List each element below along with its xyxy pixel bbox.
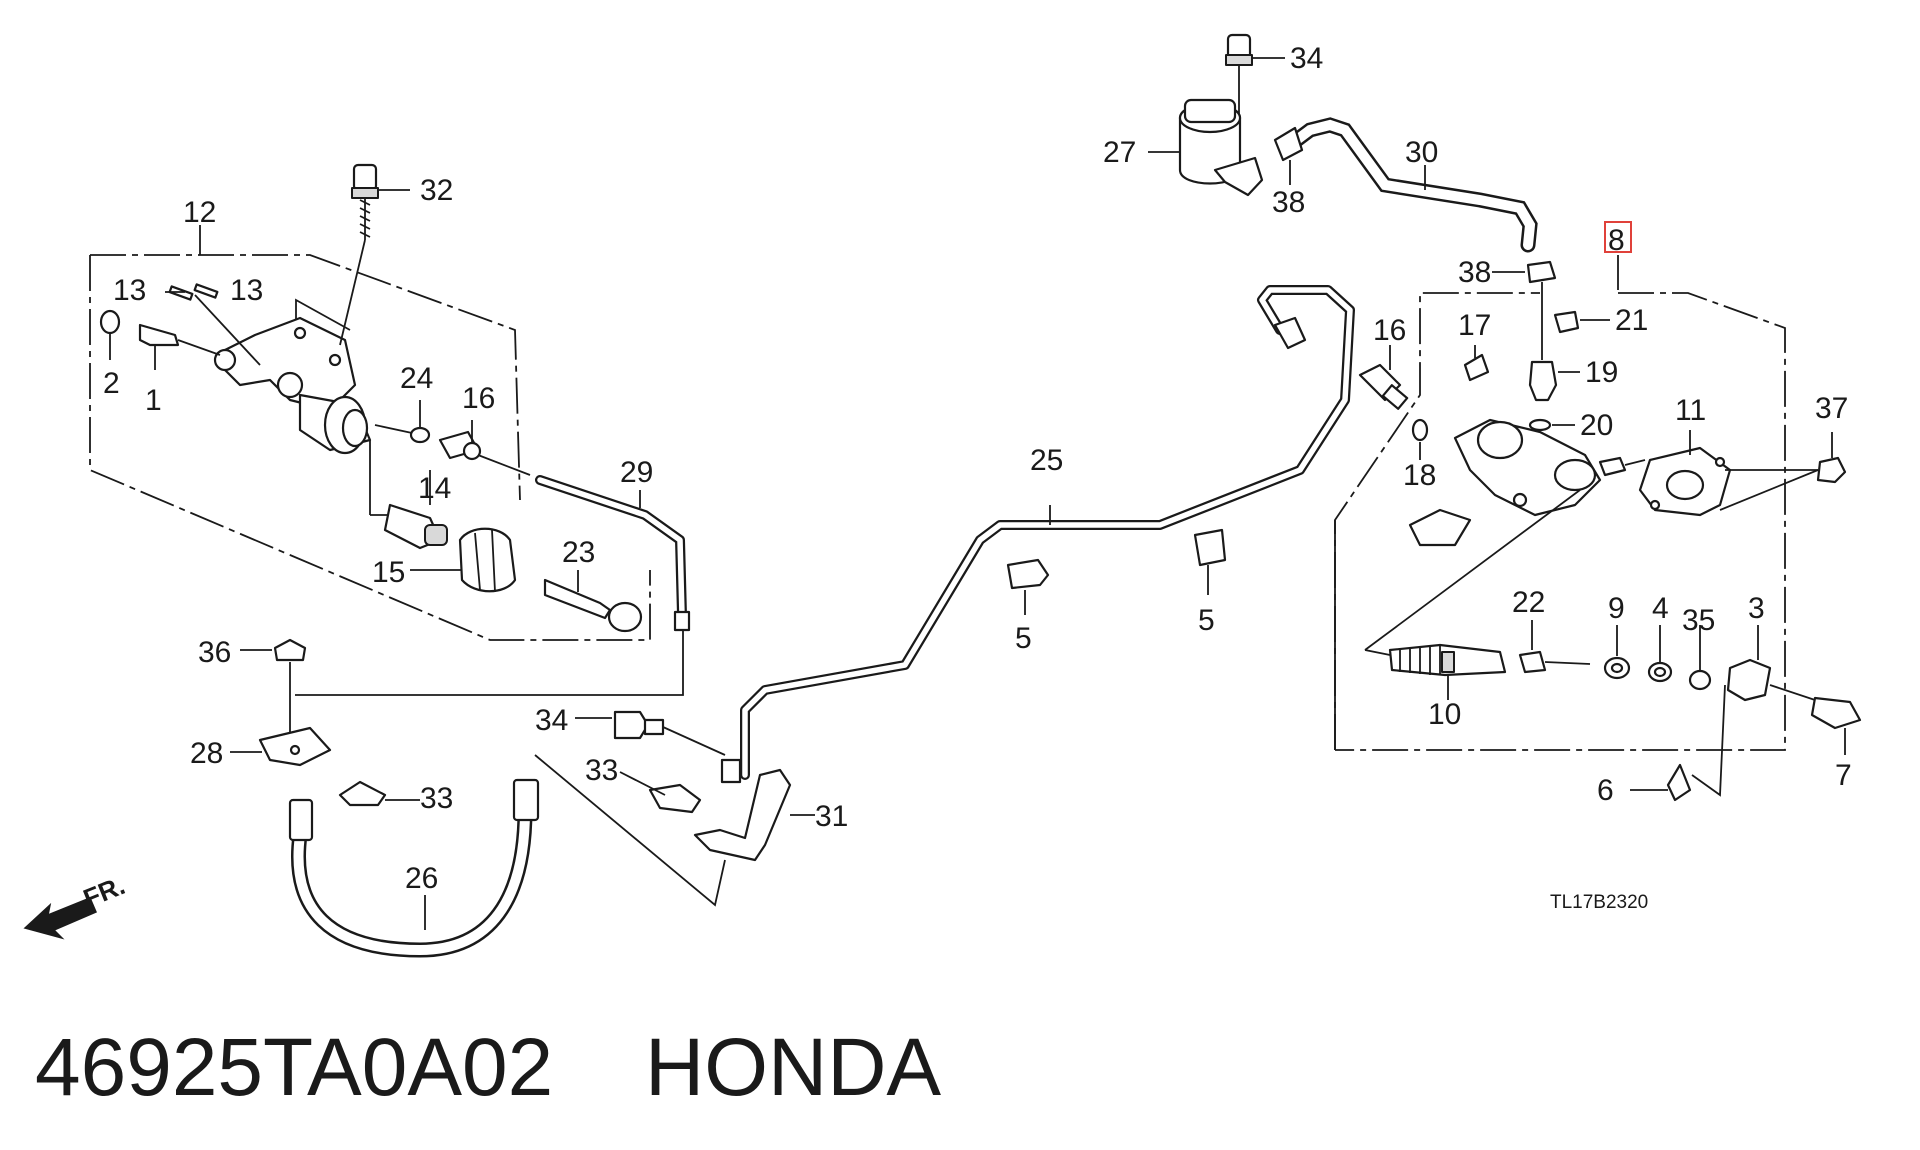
callout: 27 [1103, 136, 1136, 169]
fitting-16-right [1358, 345, 1409, 410]
callout: 18 [1403, 459, 1436, 492]
pushrod-clevis [1726, 658, 1772, 702]
callout: 7 [1835, 759, 1852, 792]
callout: 8 [1608, 224, 1625, 257]
callout: 23 [562, 536, 595, 569]
flange-nut [273, 638, 307, 662]
boot [458, 527, 517, 593]
callout: 34 [535, 704, 568, 737]
reservoir-group [1148, 33, 1538, 253]
pipe-29 [535, 475, 691, 632]
callout: 37 [1815, 392, 1848, 425]
diagram-code: TL17B2320 [1550, 892, 1648, 913]
callout: 12 [183, 196, 216, 229]
callout: 4 [1652, 592, 1669, 625]
bracket-28-group [230, 630, 684, 807]
callout: 35 [1682, 604, 1715, 637]
callout: 28 [190, 737, 223, 770]
slave-cylinder-group [1334, 221, 1862, 802]
callout: 34 [1290, 42, 1323, 75]
bracket-31 [693, 768, 792, 862]
callout: 5 [1015, 622, 1032, 655]
callout: 36 [198, 636, 231, 669]
callout: 1 [145, 384, 162, 417]
callout: 25 [1030, 444, 1063, 477]
callout: 33 [420, 782, 453, 815]
hose-clamp-38 [1273, 126, 1304, 162]
callout: 21 [1615, 304, 1648, 337]
callout: 38 [1458, 256, 1491, 289]
callout: 11 [1675, 394, 1706, 427]
callout: 17 [1458, 309, 1491, 342]
callout: 32 [420, 174, 453, 207]
callout: 29 [620, 456, 653, 489]
bracket-31-group [534, 710, 815, 907]
callout: 13 [113, 274, 146, 307]
callout: 10 [1428, 698, 1461, 731]
callout: 14 [418, 472, 451, 505]
callout: 3 [1748, 592, 1765, 625]
callout: 38 [1272, 186, 1305, 219]
callout: 24 [400, 362, 433, 395]
callout: 20 [1580, 409, 1613, 442]
callout: 5 [1198, 604, 1215, 637]
part-number: 46925TA0A02 [35, 1022, 553, 1113]
nut-37 [1816, 456, 1847, 484]
callout: 9 [1608, 592, 1625, 625]
callout: 2 [103, 367, 120, 400]
callout: 19 [1585, 356, 1618, 389]
mounting-bolt [352, 163, 378, 192]
clip-6 [1666, 763, 1692, 802]
push-rod [543, 578, 612, 620]
cap-7 [1810, 696, 1862, 730]
bleeder-19 [1528, 360, 1558, 402]
pipe-clips [1006, 528, 1227, 615]
seal-cap [99, 309, 121, 335]
union-34 [613, 710, 650, 740]
callout: 15 [372, 556, 405, 589]
callout-labels: 32 12 13 13 2 1 24 16 14 15 29 23 36 28 … [103, 42, 1852, 895]
callout: 22 [1512, 586, 1545, 619]
brand-name: HONDA [645, 1022, 941, 1113]
callout: 6 [1597, 774, 1614, 807]
union-lower [720, 758, 742, 784]
heat-shield [1408, 508, 1472, 547]
callout: 30 [1405, 136, 1438, 169]
union-bolt [138, 323, 180, 347]
pipe-25 [740, 285, 1355, 780]
front-direction-arrow: FR. [23, 870, 129, 940]
clip-33 [338, 780, 387, 807]
hose-26 [288, 778, 540, 958]
callout: 31 [815, 800, 848, 833]
callout: 16 [1373, 314, 1406, 347]
master-cylinder-group [89, 163, 651, 641]
clip-33-lower [648, 783, 702, 814]
callout: 33 [585, 754, 618, 787]
callout: 13 [230, 274, 263, 307]
callout: 26 [405, 862, 438, 895]
clip-17 [1463, 353, 1490, 382]
callout: 16 [462, 382, 495, 415]
